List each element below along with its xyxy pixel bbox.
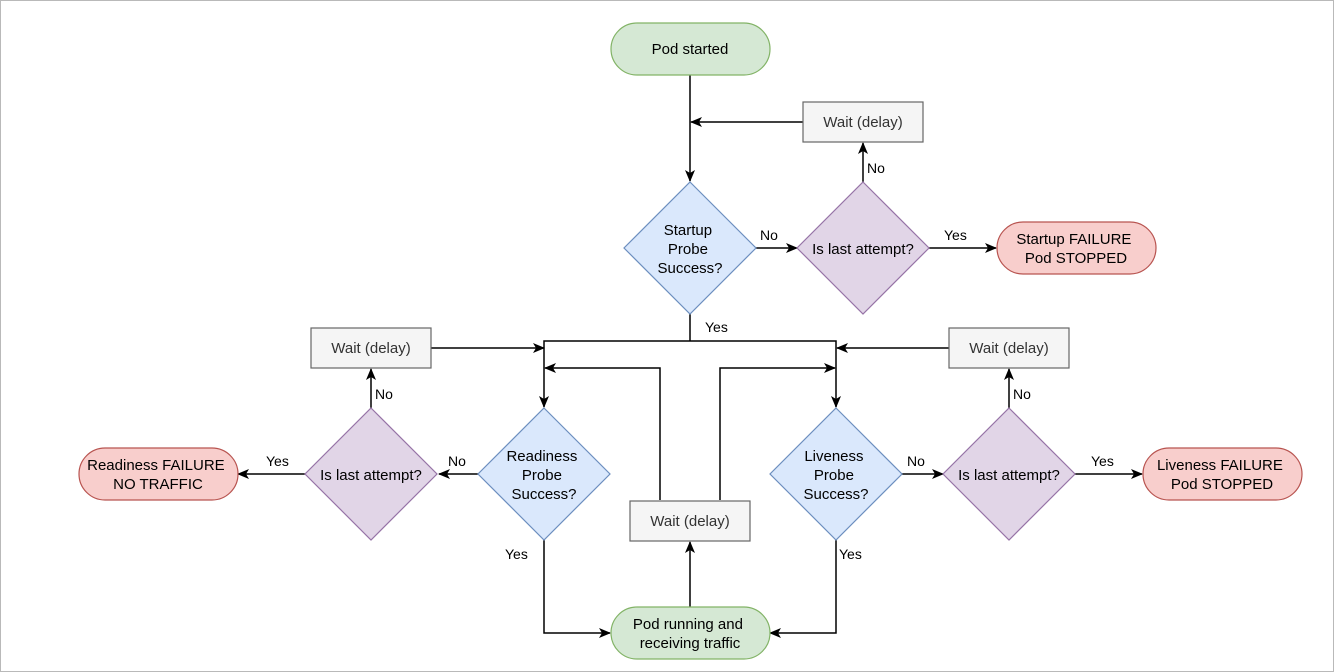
node-wait-right-shape: [948, 327, 1070, 369]
edge-wait-center-to-readiness: [544, 363, 661, 500]
node-liveness-failure[interactable]: Liveness FAILURE Pod STOPPED: [1142, 447, 1303, 501]
node-readiness-last-attempt-shape: [304, 407, 438, 541]
label-liveness-last-no: No: [1013, 386, 1031, 402]
node-readiness-decision[interactable]: Readiness Probe Success?: [477, 407, 611, 541]
node-startup-failure[interactable]: Startup FAILURE Pod STOPPED: [996, 221, 1157, 275]
node-pod-started-label: Pod started: [652, 41, 729, 58]
label-startup-last-yes: Yes: [944, 227, 967, 243]
node-startup-failure-shape: [996, 221, 1157, 275]
node-liveness-last-attempt-shape: [942, 407, 1076, 541]
node-liveness-decision-label: Liveness Probe Success?: [803, 448, 868, 503]
label-readiness-last-no: No: [375, 386, 393, 402]
label-liveness-last-yes: Yes: [1091, 453, 1114, 469]
label-readiness-last-yes: Yes: [266, 453, 289, 469]
edge-wait-center-to-liveness: [719, 363, 836, 500]
node-startup-last-attempt-shape: [796, 181, 930, 315]
node-startup-last-attempt-label: Is last attempt?: [812, 241, 914, 258]
node-startup-failure-label: Startup FAILURE Pod STOPPED: [1016, 231, 1135, 267]
node-wait-top[interactable]: Wait (delay): [802, 101, 924, 143]
node-readiness-decision-shape: [477, 407, 611, 541]
node-readiness-decision-label: Readiness Probe Success?: [506, 448, 581, 503]
edge-liveness-yes: [769, 540, 837, 638]
label-readiness-no: No: [448, 453, 466, 469]
node-wait-right-label: Wait (delay): [969, 340, 1048, 357]
node-wait-top-label: Wait (delay): [823, 114, 902, 131]
node-wait-center-label: Wait (delay): [650, 513, 729, 530]
node-pod-running-label: Pod running and receiving traffic: [633, 616, 747, 652]
label-startup-no: No: [760, 227, 778, 243]
node-startup-decision-shape: [623, 181, 757, 315]
node-liveness-failure-shape: [1142, 447, 1303, 501]
edge-startup-yes-to-readiness: [539, 340, 690, 408]
label-liveness-no: No: [907, 453, 925, 469]
node-pod-started-shape: [610, 22, 771, 76]
node-readiness-failure-label: Readiness FAILURE NO TRAFFIC: [87, 457, 229, 493]
label-startup-last-no: No: [867, 160, 885, 176]
nodes: Pod started Wait (delay) Startup Probe S…: [78, 22, 1303, 660]
label-startup-yes: Yes: [705, 319, 728, 335]
edge-labels: No No Yes Yes No Yes No Yes No No Yes Ye…: [266, 160, 1114, 562]
node-pod-started[interactable]: Pod started: [610, 22, 771, 76]
node-pod-running[interactable]: Pod running and receiving traffic: [610, 606, 771, 660]
edge-startup-yes-to-liveness: [690, 340, 841, 408]
node-wait-top-shape: [802, 101, 924, 143]
node-startup-decision[interactable]: Startup Probe Success?: [623, 181, 757, 315]
node-readiness-last-attempt-label: Is last attempt?: [320, 467, 422, 484]
node-readiness-failure[interactable]: Readiness FAILURE NO TRAFFIC: [78, 447, 239, 501]
node-readiness-failure-shape: [78, 447, 239, 501]
node-startup-last-attempt[interactable]: Is last attempt?: [796, 181, 930, 315]
label-liveness-yes: Yes: [839, 546, 862, 562]
edge-readiness-yes: [543, 540, 611, 638]
node-wait-center[interactable]: Wait (delay): [629, 500, 751, 542]
node-wait-center-shape: [629, 500, 751, 542]
node-startup-decision-label: Startup Probe Success?: [657, 222, 722, 277]
node-readiness-last-attempt[interactable]: Is last attempt?: [304, 407, 438, 541]
edges: [237, 75, 1143, 638]
label-readiness-yes: Yes: [505, 546, 528, 562]
node-liveness-failure-label: Liveness FAILURE Pod STOPPED: [1157, 457, 1287, 493]
node-liveness-last-attempt-label: Is last attempt?: [958, 467, 1060, 484]
node-liveness-decision-shape: [769, 407, 903, 541]
node-pod-running-shape: [610, 606, 771, 660]
node-wait-left-shape: [310, 327, 432, 369]
node-liveness-last-attempt[interactable]: Is last attempt?: [942, 407, 1076, 541]
node-wait-left[interactable]: Wait (delay): [310, 327, 432, 369]
node-wait-left-label: Wait (delay): [331, 340, 410, 357]
node-wait-right[interactable]: Wait (delay): [948, 327, 1070, 369]
node-liveness-decision[interactable]: Liveness Probe Success?: [769, 407, 903, 541]
